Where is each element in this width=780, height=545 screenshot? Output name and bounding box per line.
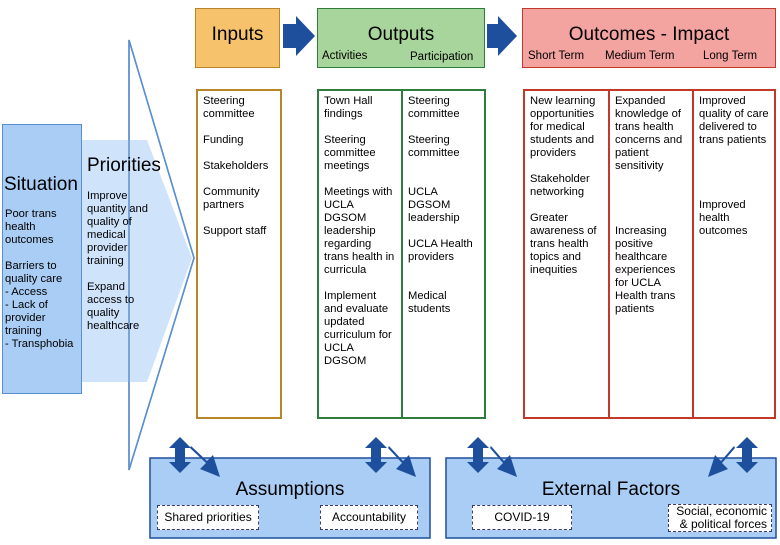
double-arrow-7	[736, 437, 758, 473]
inputs-header-title: Inputs	[211, 24, 264, 45]
double-arrow-4	[388, 446, 416, 477]
external-title: External Factors	[541, 479, 681, 500]
outputs-header-title: Outputs	[367, 24, 435, 45]
outputs-sub-activities: Activities	[322, 50, 368, 62]
arrow-inputs-outputs	[283, 16, 315, 56]
double-arrow-8	[708, 446, 735, 477]
inputs-item: Stakeholders	[203, 160, 269, 172]
assumptions-title: Assumptions	[235, 479, 345, 500]
inputs-column: Steering committee Funding Stakeholders …	[196, 89, 282, 419]
inputs-header: Inputs	[195, 8, 280, 68]
activities-item: Meetings with UCLA DGSOM leadership rega…	[324, 186, 395, 276]
double-arrow-group	[169, 437, 758, 477]
outcomes-sub-long: Long Term	[703, 50, 758, 62]
arrow-outputs-outcomes	[487, 16, 517, 56]
outcomes-header-title: Outcomes - Impact	[568, 24, 730, 45]
activities-item: Steering committee meetings	[324, 134, 376, 172]
situation-title: Situation	[4, 174, 78, 195]
activities-column: Town Hall findings Steering committee me…	[317, 89, 403, 419]
outcomes-sub-medium: Medium Term	[605, 50, 675, 62]
outputs-sub-participation: Participation	[410, 51, 474, 63]
priorities-item: Expand access to quality healthcare	[87, 281, 140, 332]
situation-item: Poor trans health outcomes	[5, 208, 57, 246]
participation-column: Steering committee Steering committee UC…	[401, 89, 486, 419]
long-term-column: Improved quality of care delivered to tr…	[692, 89, 776, 419]
external-covid: COVID-19	[472, 505, 572, 530]
long-term-item: Improved health outcomes	[699, 199, 748, 237]
double-arrow-6	[490, 446, 517, 477]
outputs-header: Outputs Activities Participation	[317, 8, 485, 68]
participation-item: Medical students	[408, 290, 451, 315]
medium-term-item: Increasing positive healthcare experienc…	[615, 225, 676, 315]
double-arrow-1	[169, 437, 191, 473]
inputs-item: Support staff	[203, 225, 267, 237]
participation-item: Steering committee	[408, 134, 460, 159]
double-arrow-2	[190, 446, 220, 477]
situation-box	[2, 124, 82, 394]
short-term-item: Stakeholder networking	[530, 173, 590, 198]
situation-list: Poor trans health outcomes Barriers to q…	[5, 208, 81, 351]
medium-term-item: Expanded knowledge of trans health conce…	[615, 95, 683, 172]
short-term-column: New learning opportunities for medical s…	[523, 89, 610, 419]
long-term-item: Improved quality of care delivered to tr…	[699, 95, 769, 146]
situation-item: - Transphobia	[5, 338, 74, 350]
situation-item: - Access	[5, 286, 48, 298]
activities-item: Implement and evaluate updated curriculu…	[324, 290, 392, 367]
inputs-item: Steering committee	[203, 95, 255, 120]
priorities-body-shape	[80, 140, 192, 382]
participation-item: UCLA DGSOM leadership	[408, 186, 460, 224]
participation-item: Steering committee	[408, 95, 460, 120]
double-arrow-5	[467, 437, 489, 473]
priorities-title: Priorities	[87, 155, 161, 176]
priorities-arrow-fill	[128, 39, 195, 471]
assumption-accountability: Accountability	[320, 505, 418, 530]
assumption-shared-priorities: Shared priorities	[157, 505, 259, 530]
outcomes-header: Outcomes - Impact Short Term Medium Term…	[522, 8, 776, 68]
situation-item: Barriers to quality care	[5, 260, 63, 285]
priorities-list: Improve quantity and quality of medical …	[87, 190, 157, 333]
situation-item: - Lack of provider training	[5, 299, 48, 337]
external-forces: Social, economic & political forces	[668, 504, 772, 532]
participation-item: UCLA Health providers	[408, 238, 473, 263]
inputs-item: Community partners	[203, 186, 260, 211]
activities-item: Town Hall findings	[324, 95, 373, 120]
inputs-item: Funding	[203, 134, 244, 146]
double-arrow-3	[365, 437, 387, 473]
short-term-item: Greater awareness of trans health topics…	[530, 212, 597, 276]
short-term-item: New learning opportunities for medical s…	[530, 95, 596, 159]
outcomes-sub-short: Short Term	[528, 50, 585, 62]
priorities-item: Improve quantity and quality of medical …	[87, 190, 148, 267]
medium-term-column: Expanded knowledge of trans health conce…	[608, 89, 695, 419]
